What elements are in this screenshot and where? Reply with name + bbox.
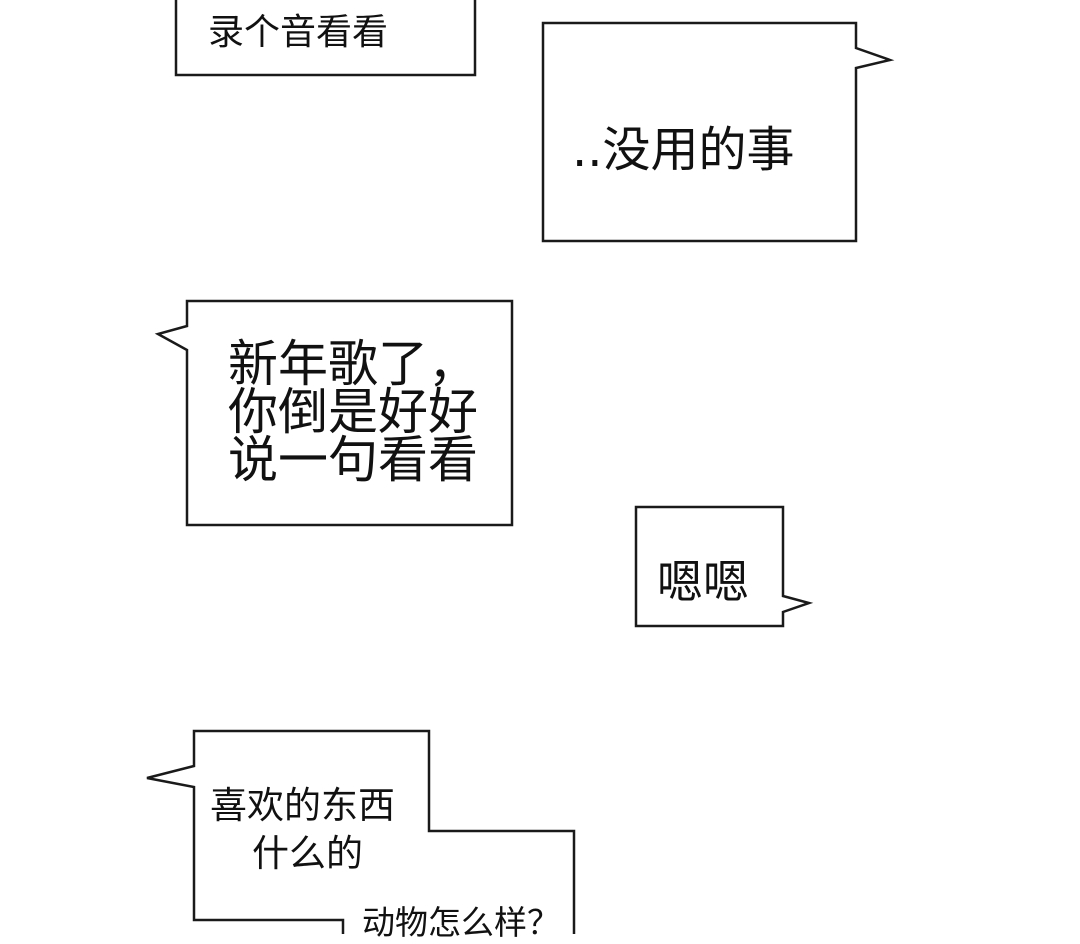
speech-bubble-1 <box>174 0 477 77</box>
bubble-3-line-3: 说一句看看 <box>228 431 478 489</box>
speech-bubble-5 <box>146 729 576 934</box>
bubble-2-text: ..没用的事 <box>572 122 795 178</box>
bubble-5-line-3: 动物怎么样？ <box>362 903 560 942</box>
bubble-1-text: 录个音看看 <box>208 12 389 53</box>
bubble-5-line-2: 什么的 <box>252 832 363 875</box>
speech-bubble-2 <box>541 21 895 243</box>
bubble-3-line-1: 新年歌了， <box>228 335 478 393</box>
bubble-3-line-2: 你倒是好好 <box>228 383 478 441</box>
speech-bubble-4 <box>634 505 814 628</box>
bubble-5-line-1: 喜欢的东西 <box>210 784 395 827</box>
bubble-4-text: 嗯嗯 <box>657 555 749 609</box>
speech-bubble-3 <box>154 299 514 527</box>
